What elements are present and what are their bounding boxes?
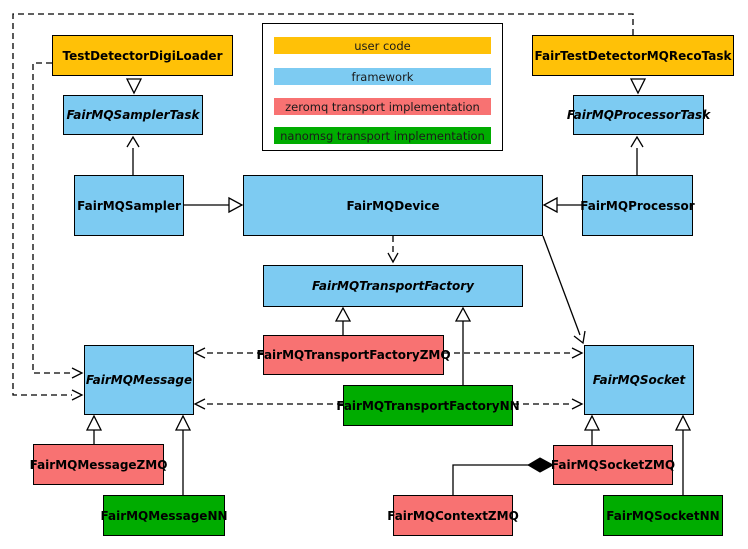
arrowhead-open [571,347,584,359]
node-fairmqmessagenn: FairMQMessageNN [100,495,228,536]
triangle-factory-nn [454,306,472,322]
node-fairtestdetectormqrecotask: FairTestDetectorMQRecoTask [532,35,734,76]
triangle-message-nn [174,414,192,431]
edge-digiloader-to-message [32,62,72,374]
triangle-factory-zmq [334,306,352,322]
node-fairmqsocketzmq: FairMQSocketZMQ [551,445,675,485]
arrowhead-open [193,347,206,359]
arrowhead-open [71,389,84,401]
node-fairmqmessage: FairMQMessage [84,345,194,415]
edge-contextzmq-to-socketzmq [452,464,529,495]
legend-item-framework: framework [274,68,491,85]
arrowhead-open [126,135,140,148]
node-fairmqtransportfactorynn: FairMQTransportFactoryNN [336,385,520,426]
node-fairmqcontextzmq: FairMQContextZMQ [387,495,519,536]
legend: user code framework zeromq transport imp… [262,23,503,151]
arrowhead-open [193,398,206,410]
node-fairmqprocessortask: FairMQProcessorTask [567,95,710,135]
node-fairmqtransportfactoryzmq: FairMQTransportFactoryZMQ [256,335,451,375]
node-fairmqdevice: FairMQDevice [243,175,543,236]
node-fairmqsamplertask: FairMQSamplerTask [63,95,203,135]
diamond-composition-icon [527,457,555,473]
node-fairmqsampler: FairMQSampler [74,175,184,236]
node-fairmqsocketnn: FairMQSocketNN [603,495,723,536]
triangle-device-right [542,196,558,214]
node-fairmqtransportfactory: FairMQTransportFactory [263,265,523,307]
arrowhead-open [573,330,586,345]
node-testdetectordigiloader: TestDetectorDigiLoader [52,35,233,76]
legend-item-zeromq: zeromq transport implementation [274,98,491,115]
edge-device-to-socket [542,235,581,336]
triangle-samplertask-base [125,78,143,95]
triangle-device-left [228,196,244,214]
arrowhead-open [387,252,399,264]
legend-item-nanomsg: nanomsg transport implementation [274,127,491,144]
triangle-message-zmq [85,414,103,431]
arrowhead-open [571,398,584,410]
triangle-socket-nn [674,414,692,431]
edge-recotask-to-message [12,13,634,396]
triangle-socket-zmq [583,414,601,431]
arrowhead-open [630,135,644,148]
legend-item-user-code: user code [274,37,491,54]
triangle-processortask-base [629,78,647,95]
node-fairmqprocessor: FairMQProcessor [580,175,695,236]
node-fairmqmessagezmq: FairMQMessageZMQ [30,444,167,485]
arrowhead-open [71,367,84,379]
node-fairmqsocket: FairMQSocket [584,345,694,415]
